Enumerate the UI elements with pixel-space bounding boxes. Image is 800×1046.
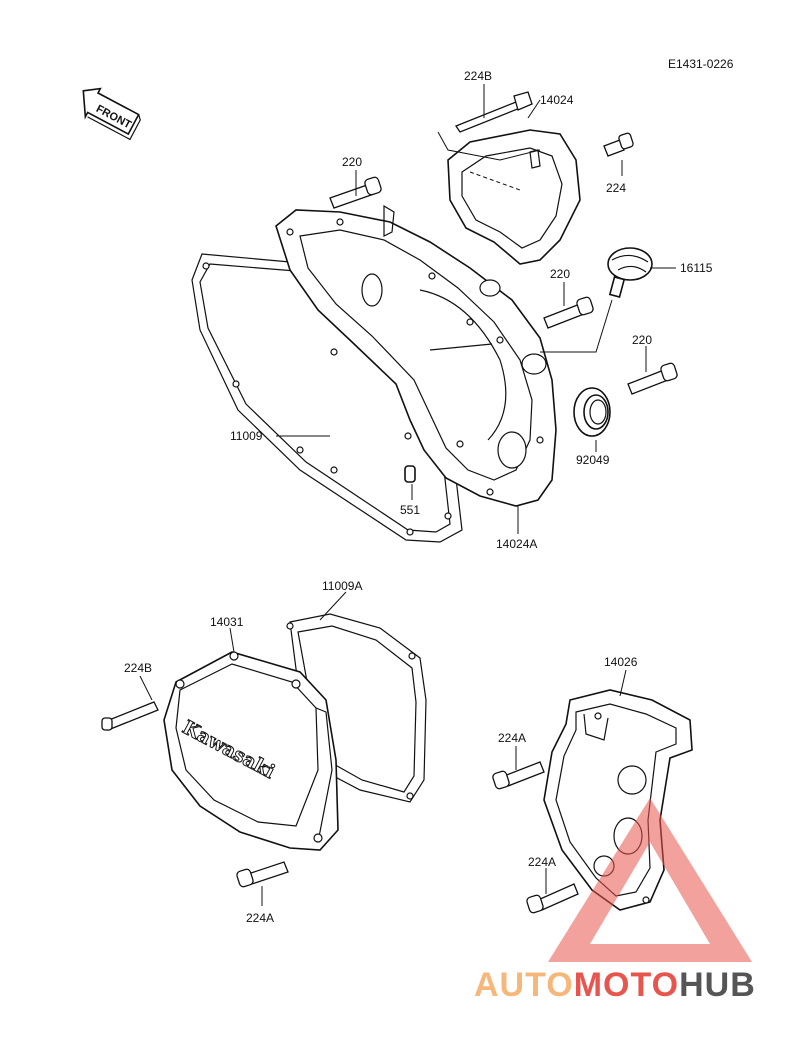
label-11009a: 11009A xyxy=(322,579,362,593)
bolt-224b-top xyxy=(455,91,533,133)
label-14031: 14031 xyxy=(210,615,244,629)
clutch-cover-bolt-holes xyxy=(286,218,544,496)
bolt-220-right xyxy=(627,362,678,395)
dowel-pin-551 xyxy=(404,465,416,483)
diagram-code: E1431-0226 xyxy=(668,57,734,71)
label-224b-top: 224B xyxy=(464,69,492,83)
label-220-mid: 220 xyxy=(550,267,570,281)
bolt-224-right xyxy=(603,132,634,157)
label-11009: 11009 xyxy=(230,429,263,443)
label-224: 224 xyxy=(606,181,626,195)
watermark-text: AUTOMOTOHUB xyxy=(474,966,756,1004)
label-224a-right-top: 224A xyxy=(498,731,526,745)
bolt-220-mid xyxy=(543,296,594,329)
label-14024a: 14024A xyxy=(496,537,537,551)
watermark-hub: HUB xyxy=(679,966,756,1004)
bolt-224b-left xyxy=(101,701,159,731)
bolt-224a-right-bottom xyxy=(526,883,579,914)
watermark-logo xyxy=(548,798,752,962)
label-220-left: 220 xyxy=(342,155,362,169)
label-220-right: 220 xyxy=(632,333,652,347)
bolt-224a-right-top xyxy=(492,761,545,790)
cover-14024 xyxy=(447,129,581,265)
bolt-220-left xyxy=(329,176,382,209)
label-224b-left: 224B xyxy=(124,661,152,675)
cover-14026 xyxy=(543,689,693,911)
front-arrow-icon: FRONT xyxy=(82,87,141,141)
label-14024: 14024 xyxy=(540,93,574,107)
watermark-auto: AUTO xyxy=(474,966,574,1004)
label-16115: 16115 xyxy=(680,261,713,275)
oil-seal-92049 xyxy=(573,387,611,437)
watermark-moto: MOTO xyxy=(574,966,679,1004)
label-224a-bottom: 224A xyxy=(246,911,274,925)
label-224a-right-bottom: 224A xyxy=(528,855,556,869)
cap-16115 xyxy=(607,247,653,298)
watermark-triangle-icon xyxy=(548,798,752,962)
label-14026: 14026 xyxy=(604,655,638,669)
bolt-224a-bottom xyxy=(236,861,289,888)
cover-14031 xyxy=(163,651,339,851)
label-92049: 92049 xyxy=(576,453,610,467)
label-551: 551 xyxy=(400,503,420,517)
